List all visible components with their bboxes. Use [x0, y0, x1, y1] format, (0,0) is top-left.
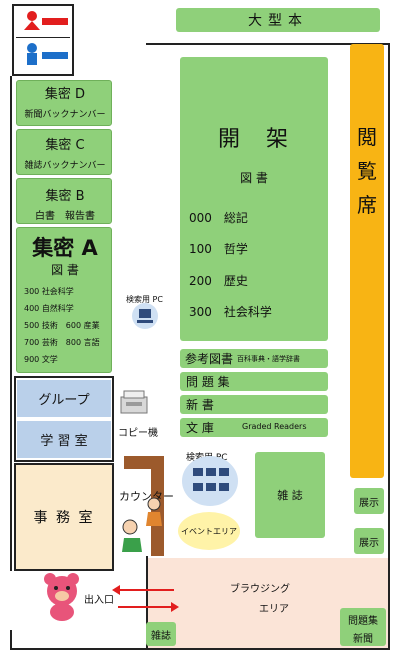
closed-stack-c-title: 集密 C: [45, 138, 85, 153]
entrance-arrow: [118, 589, 174, 591]
staff-figure: [142, 496, 166, 526]
closed-stack-d-title: 集密 D: [44, 87, 86, 102]
closed-stack-b-title: 集密 B: [45, 189, 85, 204]
browsing-area-line1: ブラウジング: [230, 584, 290, 595]
shelf-reference-sub: 百科事典・語学辞書: [237, 355, 300, 363]
open-stacks: 開 架 図 書 000 総記 100 哲学 200 歴史 300 社会科学: [180, 57, 328, 341]
closed-stack-d-subtitle: 新聞バックナンバー: [24, 110, 106, 120]
shelf-problems-label: 問 題 集: [186, 375, 230, 389]
problems-news-line1: 問題集: [348, 616, 378, 627]
shelf-bunko: 文 庫 Graded Readers: [180, 418, 328, 437]
person-icon: [122, 519, 142, 552]
arrow-head-icon: [112, 585, 120, 595]
reading-area: 閲覧席: [350, 44, 384, 478]
problems-news-line2: 新聞: [353, 634, 373, 645]
magazine-rack-middle: 雑 誌: [255, 452, 325, 538]
staff-figure: [120, 518, 150, 552]
arrow-head-icon: [171, 602, 179, 612]
entrance-label: 出入口: [84, 595, 114, 606]
shelf-bunko-label: 文 庫: [186, 421, 214, 435]
toilet-women-icon: [24, 11, 68, 30]
entrance-wall: [146, 556, 148, 648]
person-icon: [146, 497, 162, 526]
event-area-label: イベントエリア: [181, 526, 237, 536]
open-stacks-item: 300 社会科学: [189, 305, 272, 319]
search-pc-small-label: 検索用 PC: [126, 295, 163, 304]
magazine-rack-bottom: 雑誌: [146, 622, 176, 646]
shelf-new-books: 新 書: [180, 395, 328, 414]
display-1: 展示: [354, 488, 384, 514]
open-stacks-item: 200 歴史: [189, 274, 248, 288]
toilet-women: [16, 8, 70, 38]
bear-mascot: [40, 572, 84, 622]
floor-outline-right: [388, 43, 390, 648]
computer-icon: [137, 309, 153, 323]
closed-stack-a-item: 300 社会科学: [24, 287, 74, 296]
shelf-large-books: 大型本: [176, 8, 380, 32]
search-pc-small: [132, 303, 158, 329]
browsing-area-line2: エリア: [259, 604, 289, 615]
closed-stack-b-subtitle: 白書 報告書: [35, 211, 95, 222]
closed-stack-a-subtitle: 図 書: [51, 263, 79, 277]
closed-stack-a-item: 500 技術 600 産業: [24, 321, 100, 330]
display-2: 展示: [354, 528, 384, 554]
open-stacks-item: 100 哲学: [189, 242, 248, 256]
shelf-reference-label: 参考図書: [185, 352, 234, 366]
office-room: 事 務 室: [14, 463, 114, 571]
closed-stack-a: 集密 A 図 書 300 社会科学 400 自然科学 500 技術 600 産業…: [16, 227, 112, 373]
floor-outline-bottom-left: [10, 630, 12, 650]
floor-outline-bottom: [10, 648, 390, 650]
closed-stack-a-item: 700 芸術 800 言語: [24, 338, 100, 347]
event-area: イベントエリア: [178, 512, 240, 550]
copier-icon: [120, 390, 148, 414]
computer-group-icon: [193, 468, 229, 491]
closed-stack-c: 集密 C 雑誌バックナンバー: [16, 129, 112, 175]
open-stacks-item: 000 総記: [189, 211, 248, 225]
entrance-arrow: [118, 606, 174, 608]
toilet-men: [16, 40, 70, 72]
floor-outline-left: [10, 76, 12, 571]
group-room: グループ: [17, 380, 111, 417]
copier-label: コピー機: [118, 428, 158, 439]
toilet-area: [12, 4, 74, 76]
shelf-bunko-sub: Graded Readers: [242, 422, 307, 431]
shelf-reference: 参考図書 百科事典・語学辞書: [180, 349, 328, 368]
floor-outline-top-right: [146, 43, 390, 53]
room-block-outline: [14, 376, 114, 462]
open-stacks-subtitle: 図 書: [240, 171, 268, 185]
closed-stack-a-item: 900 文学: [24, 355, 58, 364]
shelf-new-books-label: 新 書: [186, 398, 214, 412]
open-stacks-title: 開 架: [217, 127, 290, 152]
shelf-problems: 問 題 集: [180, 372, 328, 391]
copier: [118, 388, 150, 418]
search-pc-large: [182, 456, 238, 506]
closed-stack-a-item: 400 自然科学: [24, 304, 74, 313]
closed-stack-a-title: 集密 A: [32, 236, 98, 260]
bear-mascot-icon: [44, 573, 79, 621]
problems-news-rack: 問題集 新聞: [340, 608, 386, 646]
counter-label: カウンター: [119, 490, 174, 503]
reading-area-label: 閲覧席: [357, 125, 377, 217]
closed-stack-c-subtitle: 雑誌バックナンバー: [24, 161, 106, 171]
toilet-men-icon: [27, 43, 68, 65]
closed-stack-d: 集密 D 新聞バックナンバー: [16, 80, 112, 126]
study-room: 学 習 室: [17, 421, 111, 458]
closed-stack-b: 集密 B 白書 報告書: [16, 178, 112, 224]
